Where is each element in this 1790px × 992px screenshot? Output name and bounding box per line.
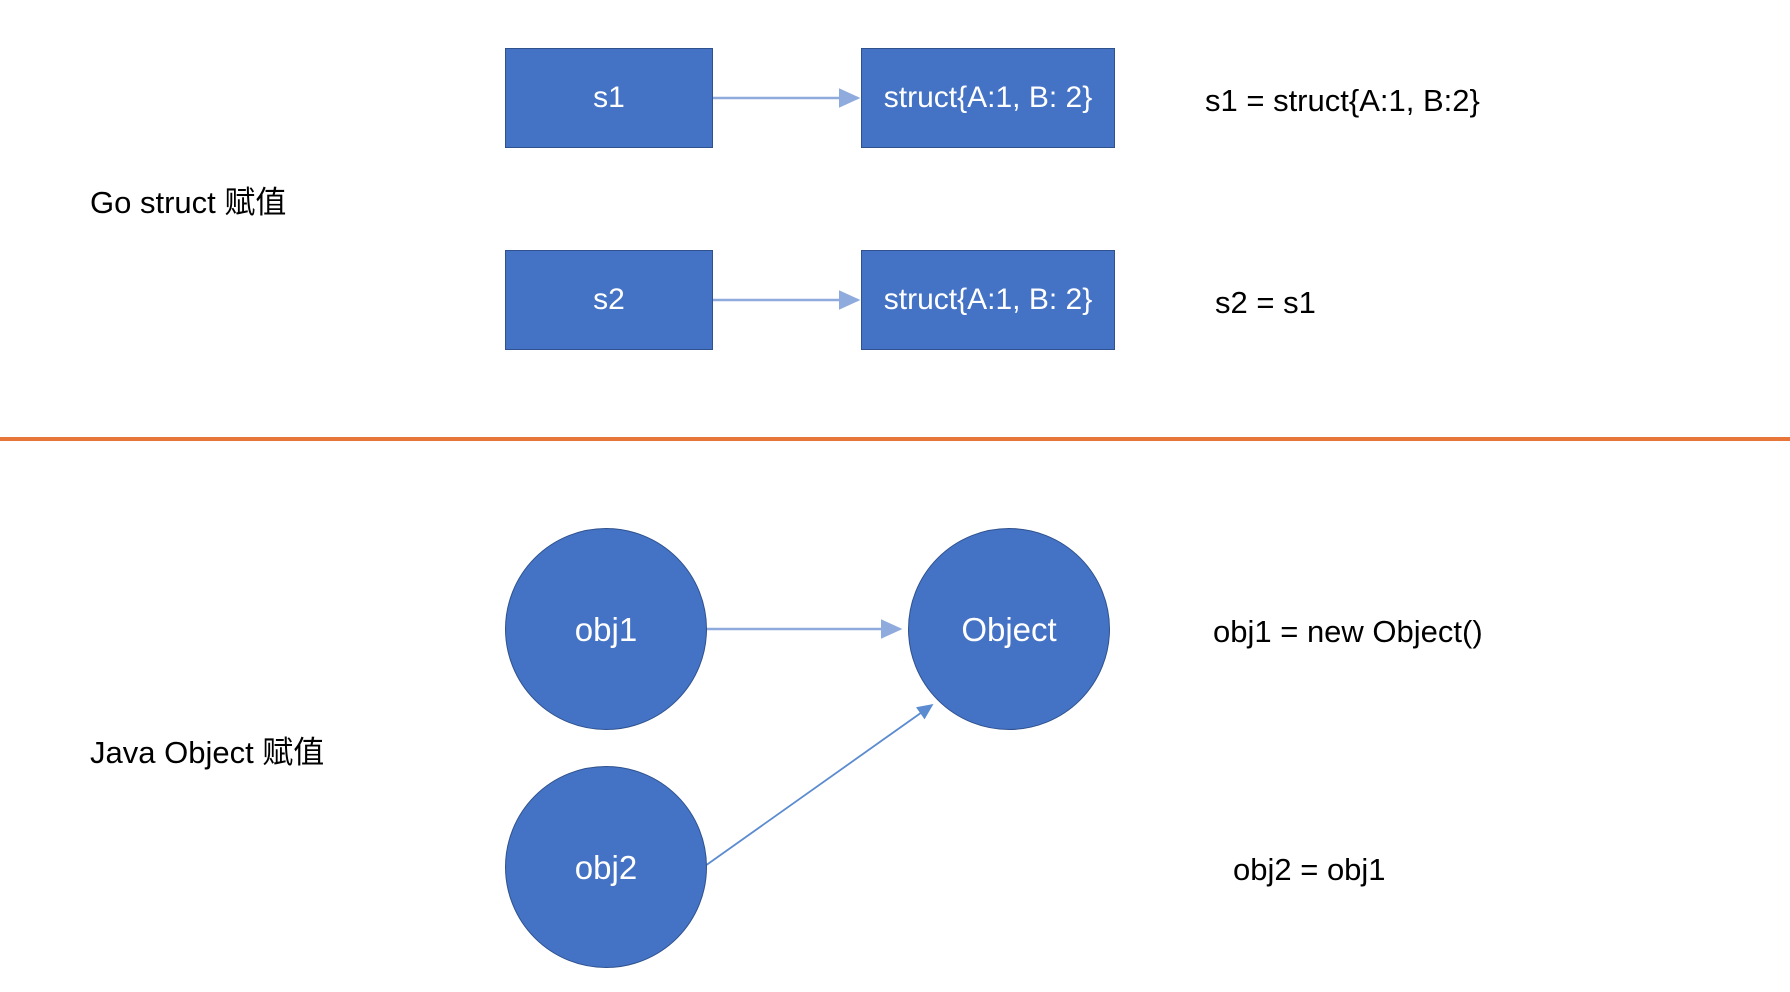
section-divider [0, 437, 1790, 441]
node-struct-1[interactable]: struct{A:1, B: 2} [861, 48, 1115, 148]
node-struct-2[interactable]: struct{A:1, B: 2} [861, 250, 1115, 350]
caption-obj2: obj2 = obj1 [1233, 852, 1386, 887]
arrow-obj2-to-object [704, 703, 934, 867]
node-struct-1-label: struct{A:1, B: 2} [883, 81, 1093, 114]
node-s2[interactable]: s2 [505, 250, 713, 350]
node-obj1[interactable]: obj1 [505, 528, 707, 730]
section-label-go-struct: Go struct 赋值 [90, 185, 287, 220]
caption-s1: s1 = struct{A:1, B:2} [1205, 83, 1480, 118]
node-obj1-label: obj1 [574, 610, 638, 648]
caption-s2: s2 = s1 [1215, 285, 1316, 320]
node-obj2-label: obj2 [574, 848, 638, 886]
node-s2-label: s2 [593, 283, 625, 316]
section-label-java-object: Java Object 赋值 [90, 735, 325, 770]
node-s1[interactable]: s1 [505, 48, 713, 148]
node-object[interactable]: Object [908, 528, 1110, 730]
node-obj2[interactable]: obj2 [505, 766, 707, 968]
caption-obj1: obj1 = new Object() [1213, 614, 1483, 649]
node-s1-label: s1 [593, 81, 625, 114]
node-object-label: Object [961, 610, 1057, 648]
node-struct-2-label: struct{A:1, B: 2} [883, 283, 1093, 316]
